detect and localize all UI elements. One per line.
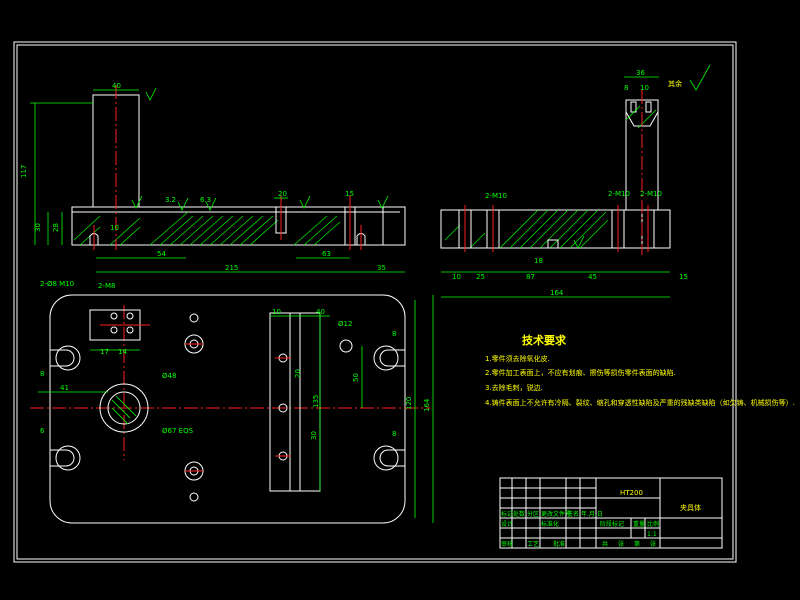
tech-req-title: 技术要求 [522, 333, 567, 347]
side-total: 164 [550, 289, 564, 297]
tb-label-2: 分区 [527, 510, 539, 518]
plan-d40: 40 [316, 308, 325, 316]
side-dim-36: 36 [636, 69, 645, 77]
plan-note2: 2-M8 [98, 282, 115, 290]
side-b25: 25 [476, 273, 485, 281]
plan-center-dia: Ø48 [162, 372, 176, 380]
plan-d135: 135 [312, 395, 320, 408]
front-dim-top: 40 [112, 82, 121, 90]
side-dim-10: 10 [640, 84, 649, 92]
front-dim-35: 35 [377, 264, 386, 272]
tb-label-3: 更改文件号 [541, 510, 571, 518]
side-b10: 10 [452, 273, 461, 281]
front-dim-63: 63 [322, 250, 331, 258]
plan-left41: 41 [60, 384, 69, 392]
tech-req-1: 1.零件须去除氧化皮. [485, 354, 550, 363]
plan-d8a: 8 [392, 430, 396, 438]
side-hole-left: 2-M10 [485, 192, 507, 200]
plan-left8: 8 [40, 370, 44, 378]
technical-requirements: 技术要求 1.零件须去除氧化皮. 2.零件加工表面上，不应有划痕、擦伤等损伤零件… [485, 333, 795, 407]
plan-d17: 17 [100, 348, 109, 356]
side-hole-r1: 2-M10 [608, 190, 630, 198]
tech-req-2: 2.零件加工表面上，不应有划痕、擦伤等损伤零件表面的缺陷. [485, 368, 676, 377]
front-dim-mid: 28 [52, 223, 60, 232]
side-hatching [444, 105, 657, 249]
front-roughness-b: 6.3 [200, 196, 211, 204]
front-dim-height: 117 [20, 165, 28, 178]
tb-part-name: 夹具体 [680, 503, 701, 512]
plan-view: 2-Ø8 M10 2-M8 17 14 8 41 Ø48 Ø67 EQS 10 … [30, 280, 434, 524]
side-b87: 87 [526, 273, 535, 281]
plan-d120: 120 [405, 397, 413, 410]
center-bore-outer [99, 383, 149, 433]
title-block: HT200 夹具体 标记 处数 分区 更改文件号 签名 年.月.日 设计 标准化… [499, 477, 723, 549]
side-view: 36 8 10 其余 2-M10 2-M10 2-M10 10 25 87 45… [440, 64, 711, 298]
tb-row3-1: 工艺 [527, 540, 539, 548]
side-mid18: 18 [534, 257, 543, 265]
tb-label-1: 处数 [513, 510, 525, 518]
front-base-outline [71, 206, 406, 246]
tb-label-5: 年.月.日 [581, 510, 603, 518]
tb-label-0: 标记 [501, 510, 513, 518]
plan-dia12: Ø12 [338, 320, 352, 328]
tb-row2-4: 比例 [647, 520, 659, 528]
plan-d8r: 8 [392, 330, 396, 338]
roughness-rest-icon [689, 64, 711, 91]
plan-d20: 20 [294, 369, 302, 378]
plan-d30: 30 [310, 431, 318, 440]
plan-outline [49, 294, 406, 524]
plan-dia-note: Ø67 EQS [162, 427, 194, 435]
tb-row2-0: 设计 [501, 520, 513, 528]
tb-row2-3: 重量 [633, 520, 645, 528]
plan-d14: 14 [118, 348, 127, 356]
tb-scale: 1:1 [647, 531, 657, 538]
plan-d6: 6 [40, 427, 45, 435]
tb-row3-6: 张 [650, 540, 656, 548]
tb-row3-0: 审核 [501, 540, 513, 548]
tb-material: HT200 [620, 489, 643, 497]
front-dim-left: 30 [34, 223, 42, 232]
side-b15: 15 [679, 273, 688, 281]
front-hatching [73, 211, 341, 246]
tb-row3-3: 共 [602, 540, 608, 548]
front-dim-54: 54 [157, 250, 166, 258]
tb-row3-4: 张 [618, 540, 624, 548]
tech-req-3: 3.去除毛刺，锐边. [485, 383, 543, 392]
front-dim-215: 215 [225, 264, 238, 272]
plan-d10: 10 [272, 308, 281, 316]
side-hole-r2: 2-M10 [640, 190, 662, 198]
side-b45: 45 [588, 273, 597, 281]
front-dim-15: 15 [345, 190, 354, 198]
plan-d50: 50 [352, 373, 360, 382]
tech-req-4: 4.铸件表面上不允许有冷隔、裂纹、缩孔和穿透性缺陷及严重的残缺类缺陷（如欠铸、机… [485, 398, 795, 407]
outer-frame [13, 41, 737, 563]
tb-row3-2: 批准 [553, 540, 565, 548]
front-roughness-a: 3.2 [165, 196, 176, 204]
plan-corner-note: 2-Ø8 M10 [40, 280, 74, 288]
front-dim-20: 20 [278, 190, 287, 198]
roughness-rest-label: 其余 [668, 79, 682, 88]
plan-d164: 164 [423, 398, 431, 412]
inner-frame [16, 44, 734, 560]
side-dim-8: 8 [624, 84, 628, 92]
tb-row2-2: 阶段标记 [600, 520, 624, 528]
front-dim-dia: 10 [110, 224, 119, 232]
tb-row2-1: 标准化 [541, 520, 559, 528]
front-view: 40 117 30 28 54 215 63 35 20 15 10 3.2 6… [20, 82, 406, 273]
tb-row3-5: 第 [634, 540, 640, 548]
tb-label-4: 签名 [567, 510, 579, 518]
